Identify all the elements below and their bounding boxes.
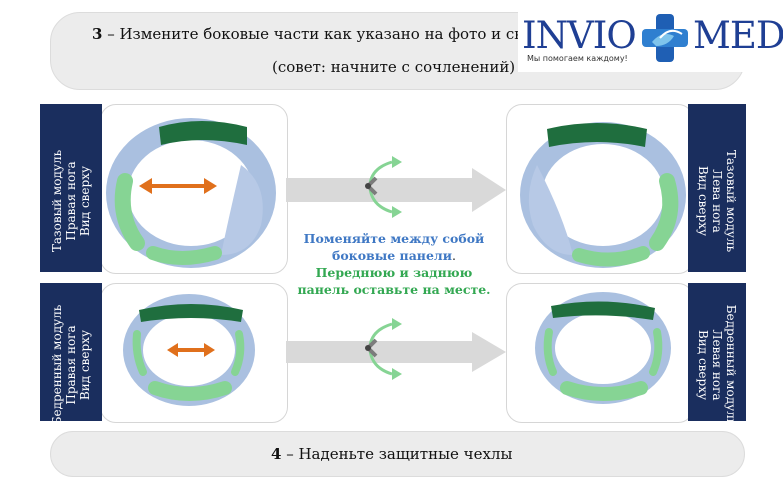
step4-banner bbox=[50, 431, 745, 477]
label-line: Левая нога bbox=[710, 329, 724, 401]
label-line: Бедренный модуль bbox=[724, 304, 738, 426]
label-line: Правая нога bbox=[64, 325, 78, 405]
label-line: Лева нога bbox=[710, 169, 724, 233]
logo-tagline: Мы помогаем каждому! bbox=[527, 54, 628, 63]
label-pelvic-right: Тазовый модуль Правая нога Вид сверху bbox=[40, 104, 102, 272]
label-line: Вид сверху bbox=[696, 165, 710, 237]
label-line: Вид сверху bbox=[696, 329, 710, 401]
label-femoral-right: Бедренный модуль Правая нога Вид сверху bbox=[40, 283, 102, 425]
swap-line1: Поменяйте между собой bbox=[303, 231, 485, 246]
step4-number: 4 bbox=[271, 445, 282, 463]
swap-line2: боковые панели bbox=[332, 248, 452, 263]
step4-text: – Наденьте защитные чехлы bbox=[281, 445, 513, 463]
label-line: Вид сверху bbox=[78, 165, 92, 237]
photo-femoral-left bbox=[506, 283, 694, 423]
label-line: Тазовый модуль bbox=[724, 149, 738, 253]
direction-arrow-top bbox=[286, 168, 506, 212]
label-pelvic-left: Тазовый модуль Лева нога Вид сверху bbox=[688, 104, 746, 272]
logo-text-right: MED bbox=[693, 14, 783, 57]
photo-pelvic-left bbox=[506, 104, 694, 274]
keep-line2: панель оставьте на месте. bbox=[297, 282, 491, 297]
direction-arrow-bottom bbox=[286, 332, 506, 372]
medical-cross-icon bbox=[642, 14, 688, 62]
label-line: Правая нога bbox=[64, 161, 78, 241]
keep-line1: Переднюю и заднюю bbox=[315, 265, 473, 280]
label-line: Вид сверху bbox=[78, 329, 92, 401]
swap-arrow-icon bbox=[167, 343, 215, 357]
swap-instruction: Поменяйте между собой боковые панели. Пе… bbox=[282, 230, 506, 298]
step4-instruction: 4 – Наденьте защитные чехлы bbox=[271, 445, 512, 463]
label-line: Бедренный модуль bbox=[50, 304, 64, 426]
step3-number: 3 bbox=[92, 25, 103, 43]
photo-femoral-right bbox=[100, 283, 288, 423]
photo-pelvic-right bbox=[100, 104, 288, 274]
swap-period: . bbox=[452, 248, 456, 263]
invio-med-logo: INVIO MED Мы помогаем каждому! bbox=[518, 8, 783, 72]
step3-hint: (совет: начните с сочленений) bbox=[272, 58, 516, 76]
rotation-icon bbox=[365, 318, 402, 380]
swap-arrow-icon bbox=[139, 178, 217, 194]
rotation-icon bbox=[365, 156, 402, 218]
label-femoral-left: Бедренный модуль Левая нога Вид сверху bbox=[688, 283, 746, 425]
label-line: Тазовый модуль bbox=[50, 149, 64, 253]
logo-text-left: INVIO bbox=[522, 14, 637, 57]
